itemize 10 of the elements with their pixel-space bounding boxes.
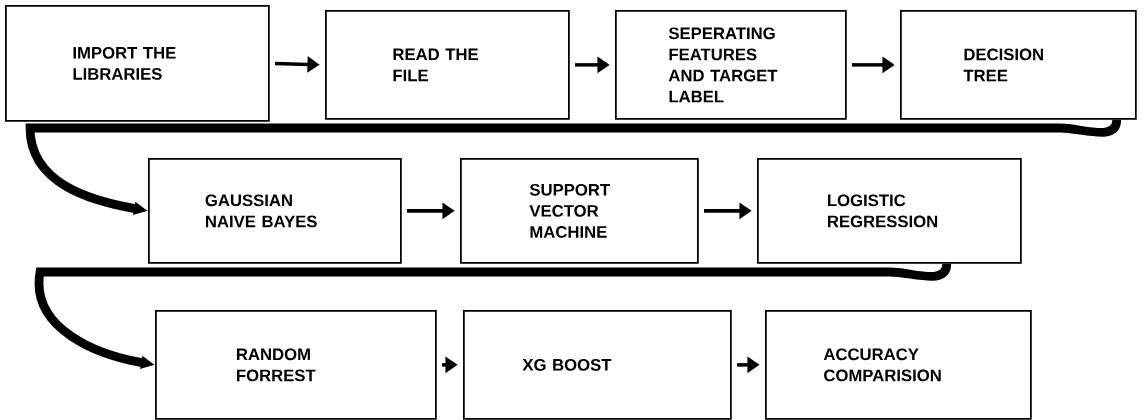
- process-box: RANDOM FORREST: [155, 310, 437, 420]
- process-box: IMPORT THE LIBRARIES: [5, 5, 270, 122]
- process-box: ACCURACY COMPARISION: [765, 310, 1032, 420]
- process-box: XG BOOST: [463, 310, 732, 420]
- process-box: SEPERATING FEATURES AND TARGET LABEL: [615, 10, 847, 120]
- process-box: READ THE FILE: [325, 10, 570, 120]
- process-box: DECISION TREE: [900, 10, 1137, 120]
- process-box: LOGISTIC REGRESSION: [757, 158, 1022, 264]
- process-box: SUPPORT VECTOR MACHINE: [460, 158, 699, 264]
- process-box: GAUSSIAN NAIVE BAYES: [148, 158, 402, 264]
